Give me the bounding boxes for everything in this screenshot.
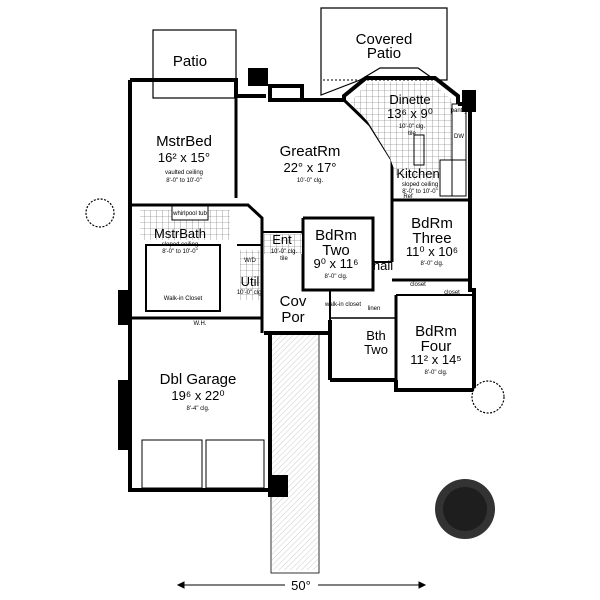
- cov-por-label: Cov: [280, 293, 307, 310]
- ref-label: Ref: [403, 194, 413, 200]
- entry-tile-floor: [264, 234, 302, 254]
- util-label: Util: [241, 274, 260, 289]
- bdrm-three-note: 8'-0" clg.: [421, 261, 444, 267]
- hall-label: hall: [373, 258, 393, 273]
- linen-label: linen: [368, 306, 381, 312]
- bth-two-label-2: Two: [364, 342, 388, 357]
- kitchen-counters: [413, 103, 467, 197]
- mstr-bed-note-2: 8'-0" to 10'-0": [166, 178, 202, 184]
- walk-in-closet-label: Walk-in Closet: [164, 296, 203, 302]
- great-rm-dims: 22° x 17°: [283, 160, 336, 175]
- overall-dimension: [176, 581, 427, 589]
- patio-label: Patio: [173, 53, 207, 70]
- mstr-bath-label: MstrBath: [154, 226, 206, 241]
- bdrm-three-label-2: Three: [412, 230, 451, 247]
- dinette-note: 10'-0" clg.: [399, 124, 426, 130]
- bth-two-label: Bth: [366, 328, 386, 343]
- covered-patio-label-2: Patio: [367, 45, 401, 62]
- util-tile-floor: [240, 250, 260, 300]
- shrub-icon: [268, 475, 288, 497]
- patio-slab: [152, 29, 237, 99]
- shrub-icon: [118, 380, 128, 450]
- bdrm-two-note: 8'-0" clg.: [325, 274, 348, 280]
- bdrm-two-label-2: Two: [322, 242, 350, 259]
- dinette-note-2: tile: [408, 131, 416, 137]
- mstr-bed-note: vaulted ceiling: [165, 170, 203, 176]
- wh-label: W.H.: [194, 321, 207, 327]
- pantry-label: pantry: [451, 108, 468, 114]
- kitchen-note-2: 8'-0" to 10'-0": [402, 189, 438, 195]
- closet-label: closet: [410, 282, 426, 288]
- walk-hatching: [272, 335, 318, 570]
- shrub-icon: [248, 68, 268, 86]
- great-rm-note: 10'-0" clg.: [297, 178, 324, 184]
- bdrm-three-label: BdRm: [411, 215, 453, 232]
- mstr-bath-note: sloped ceiling: [162, 242, 198, 248]
- garage-doors: [141, 439, 265, 489]
- bdrm-three-dims: 11⁰ x 10⁶: [406, 244, 458, 259]
- tree-highlight: [443, 487, 487, 531]
- covered-patio-border: [320, 7, 448, 81]
- shrub-icon: [85, 198, 115, 228]
- whirlpool-label: whirlpool tub: [172, 211, 207, 217]
- ent-note-2: tile: [280, 256, 288, 262]
- patio-fill: [155, 32, 234, 96]
- mstr-bed-label: MstrBed: [156, 133, 212, 150]
- overall-width-label: 50°: [291, 578, 311, 593]
- kitchen-label: Kitchen: [396, 166, 439, 181]
- ent-note: 10'-0" clg.: [271, 249, 298, 255]
- dbl-garage-note: 8'-4" clg.: [187, 406, 210, 412]
- walk-in-label: walk-in closet: [324, 302, 361, 308]
- closet-label-2: closet: [444, 290, 460, 296]
- bdrm-four-label: BdRm: [415, 323, 457, 340]
- bdrm-two-dims: 9⁰ x 11⁶: [313, 256, 358, 271]
- mstr-bath-note-2: 8'-0" to 10'-0": [162, 249, 198, 255]
- util-note: 10'-0" clg.: [237, 290, 264, 296]
- bdrm-four-note: 8'-0" clg.: [425, 370, 448, 376]
- mstr-bed-dims: 16² x 15°: [158, 150, 210, 165]
- kitchen-note: sloped ceiling: [402, 182, 438, 188]
- covered-patio-label: Covered: [356, 31, 413, 48]
- cov-por-label-2: Por: [281, 309, 304, 326]
- front-walk: [270, 332, 320, 574]
- dw-label: DW: [454, 134, 464, 140]
- bdrm-four-dims: 11² x 14⁵: [410, 352, 461, 367]
- shrub-icon: [462, 90, 476, 112]
- dbl-garage-dims: 19⁶ x 22⁰: [171, 388, 224, 403]
- great-rm-label: GreatRm: [280, 143, 341, 160]
- bdrm-four-label-2: Four: [421, 338, 452, 355]
- shrub-icon: [471, 380, 505, 414]
- interior-walls: [130, 96, 474, 390]
- wd-label: W/D: [244, 258, 256, 264]
- ent-label: Ent: [272, 232, 292, 247]
- dinette-tile-floor: [350, 82, 452, 180]
- whirlpool-tub: [171, 205, 209, 221]
- bdrm-two-label: BdRm: [315, 227, 357, 244]
- dinette-label: Dinette: [389, 92, 430, 107]
- dinette-dims: 13⁶ x 9⁰: [387, 106, 433, 121]
- shrub-icon: [118, 290, 128, 325]
- dbl-garage-label: Dbl Garage: [160, 371, 237, 388]
